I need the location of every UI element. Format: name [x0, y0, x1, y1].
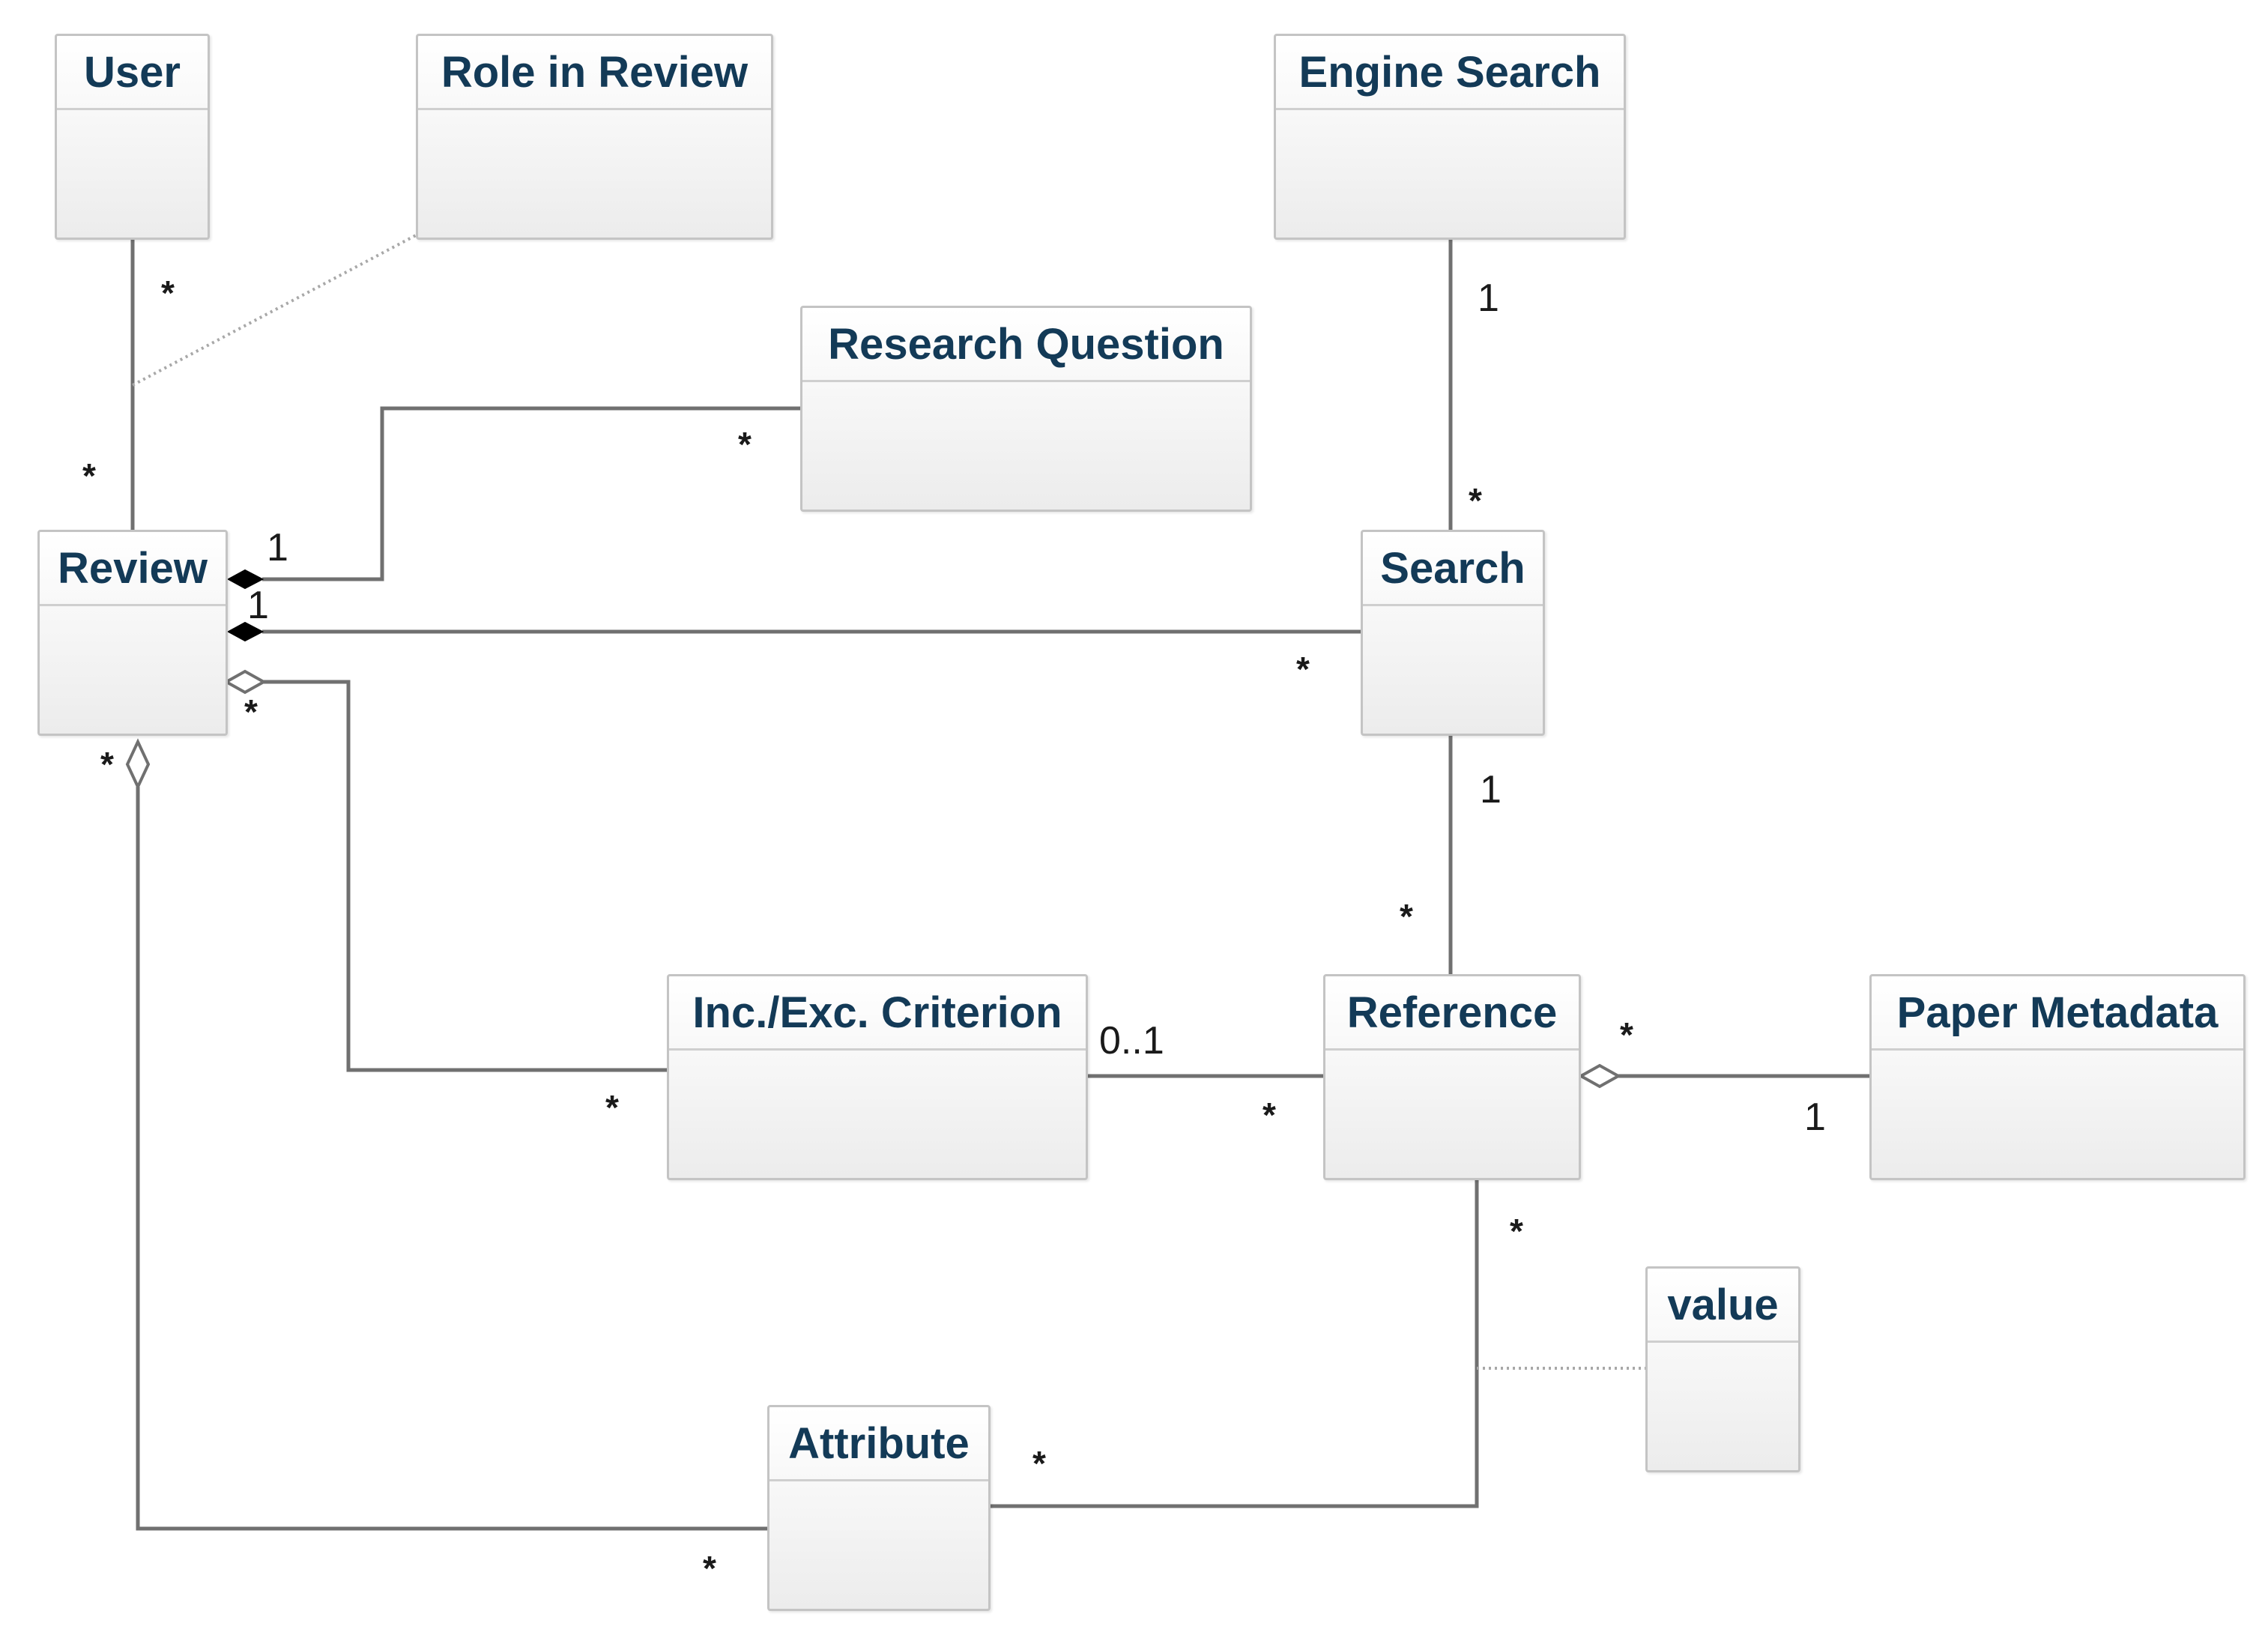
class-name: Search	[1363, 532, 1543, 606]
class-paper-metadata[interactable]: Paper Metadata	[1869, 974, 2246, 1180]
aggregation-diamond-criterion	[223, 669, 267, 695]
assoc-review-attribute	[136, 787, 767, 1531]
class-role-in-review[interactable]: Role in Review	[416, 34, 773, 240]
multiplicity-reference-attribute-reference-end: *	[1510, 1212, 1523, 1251]
association-class-link-role	[132, 234, 417, 387]
class-name: value	[1648, 1269, 1798, 1343]
class-user[interactable]: User	[55, 34, 210, 240]
multiplicity-review-attribute-review-end: *	[100, 745, 114, 784]
multiplicity-engine-search-search-end: *	[1469, 481, 1482, 520]
class-review[interactable]: Review	[37, 530, 228, 736]
class-reference[interactable]: Reference	[1323, 974, 1581, 1180]
composition-diamond-research-question	[226, 569, 264, 590]
class-name: Paper Metadata	[1872, 976, 2243, 1051]
class-name: Role in Review	[418, 36, 771, 110]
multiplicity-review-search-review-end: 1	[247, 584, 269, 627]
class-name: User	[57, 36, 208, 110]
class-name: Attribute	[769, 1407, 988, 1481]
class-name: Review	[40, 532, 226, 606]
multiplicity-review-search-search-end: *	[1296, 650, 1310, 689]
multiplicity-search-reference-reference-end: *	[1400, 897, 1413, 936]
multiplicity-review-rq-review-end: 1	[267, 526, 288, 569]
multiplicity-criterion-reference-reference-end: *	[1262, 1095, 1276, 1134]
multiplicity-search-reference-search-end: 1	[1480, 768, 1502, 812]
class-inc-exc-criterion[interactable]: Inc./Exc. Criterion	[667, 974, 1088, 1180]
class-search[interactable]: Search	[1361, 530, 1545, 736]
multiplicity-review-criterion-criterion-end: *	[605, 1088, 619, 1127]
class-name: Research Question	[802, 308, 1250, 382]
multiplicity-user-review-review-end: *	[82, 456, 96, 495]
class-attribute[interactable]: Attribute	[767, 1405, 991, 1611]
aggregation-diamond-paper	[1577, 1063, 1622, 1089]
class-research-question[interactable]: Research Question	[800, 306, 1252, 512]
assoc-reference-attribute	[988, 1179, 1479, 1508]
class-engine-search[interactable]: Engine Search	[1274, 34, 1626, 240]
multiplicity-review-rq-rq-end: *	[738, 425, 752, 464]
multiplicity-user-review-user-end: *	[161, 273, 175, 312]
multiplicity-review-attribute-attribute-end: *	[703, 1549, 716, 1588]
multiplicity-criterion-reference-criterion-end: 0..1	[1099, 1019, 1164, 1063]
assoc-review-criterion	[264, 680, 667, 1072]
multiplicity-reference-paper-reference-end: *	[1620, 1015, 1633, 1054]
multiplicity-reference-paper-paper-end: 1	[1804, 1095, 1826, 1139]
aggregation-diamond-attribute	[125, 738, 151, 791]
class-value[interactable]: value	[1645, 1266, 1800, 1472]
assoc-review-research-question	[262, 406, 800, 581]
class-name: Inc./Exc. Criterion	[669, 976, 1086, 1051]
multiplicity-reference-attribute-attribute-end: *	[1032, 1444, 1046, 1483]
multiplicity-engine-search-engine-end: 1	[1478, 276, 1499, 320]
class-name: Reference	[1325, 976, 1579, 1051]
class-name: Engine Search	[1276, 36, 1624, 110]
composition-diamond-search	[226, 621, 264, 642]
multiplicity-review-criterion-review-end: *	[244, 692, 258, 731]
